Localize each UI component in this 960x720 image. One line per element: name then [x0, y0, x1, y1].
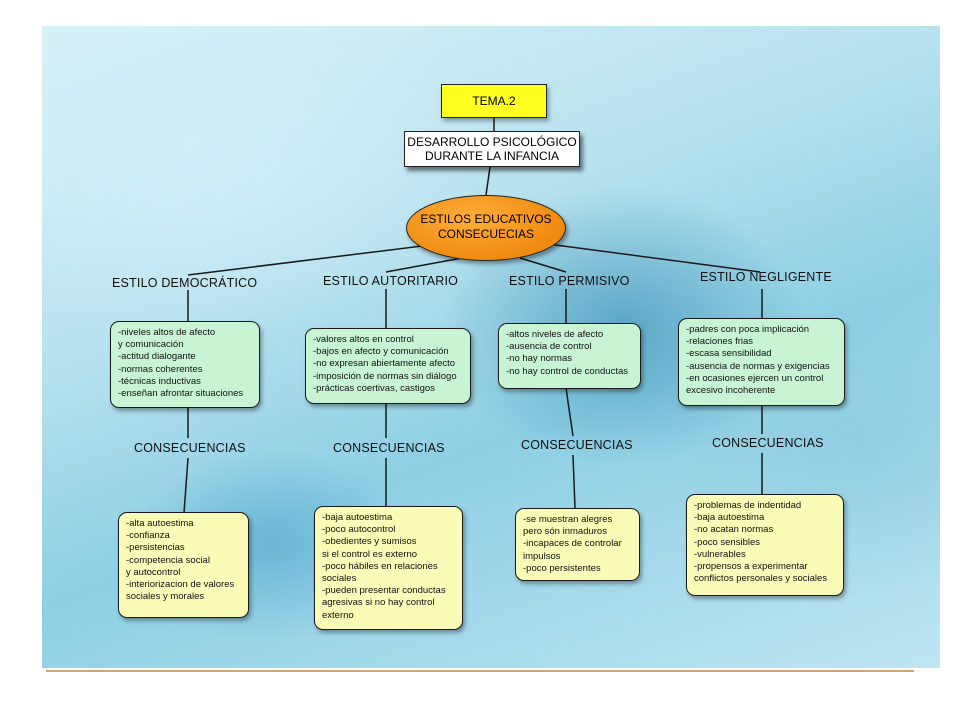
- consequences-box-autoritario: -baja autoestima -poco autocontrol -obed…: [314, 506, 463, 630]
- consequences-label-autoritario: CONSECUENCIAS: [333, 441, 445, 455]
- style-heading-autoritario: ESTILO AUTORITARIO: [323, 274, 459, 288]
- consequences-box-democratico: -alta autoestima -confianza -persistenci…: [118, 512, 249, 618]
- traits-box-negligente: -padres con poca implicación -relaciones…: [678, 318, 845, 406]
- traits-box-autoritario: -valores altos en control -bajos en afec…: [305, 328, 471, 404]
- consequences-box-permisivo: -se muestran alegres pero són inmaduros …: [515, 508, 640, 581]
- consequences-label-democratico: CONSECUENCIAS: [134, 441, 246, 455]
- style-heading-negligente: ESTILO NEGLIGENTE: [700, 270, 832, 284]
- consequences-label-permisivo: CONSECUENCIAS: [521, 438, 633, 452]
- consequences-label-negligente: CONSECUENCIAS: [712, 436, 824, 450]
- central-node: ESTILOS EDUCATIVOS CONSECUECIAS: [406, 195, 566, 261]
- topic-label: TEMA.2: [441, 84, 547, 118]
- traits-box-permisivo: -altos niveles de afecto -ausencia de co…: [498, 323, 641, 389]
- bottom-divider: [46, 670, 914, 672]
- consequences-box-negligente: -problemas de indentidad -baja autoestim…: [686, 494, 844, 596]
- main-title: DESARROLLO PSICOLÓGICO DURANTE LA INFANC…: [404, 131, 580, 167]
- traits-box-democratico: -niveles altos de afecto y comunicación …: [110, 321, 260, 408]
- style-heading-permisivo: ESTILO PERMISIVO: [509, 274, 630, 288]
- style-heading-democratico: ESTILO DEMOCRÁTICO: [112, 276, 258, 290]
